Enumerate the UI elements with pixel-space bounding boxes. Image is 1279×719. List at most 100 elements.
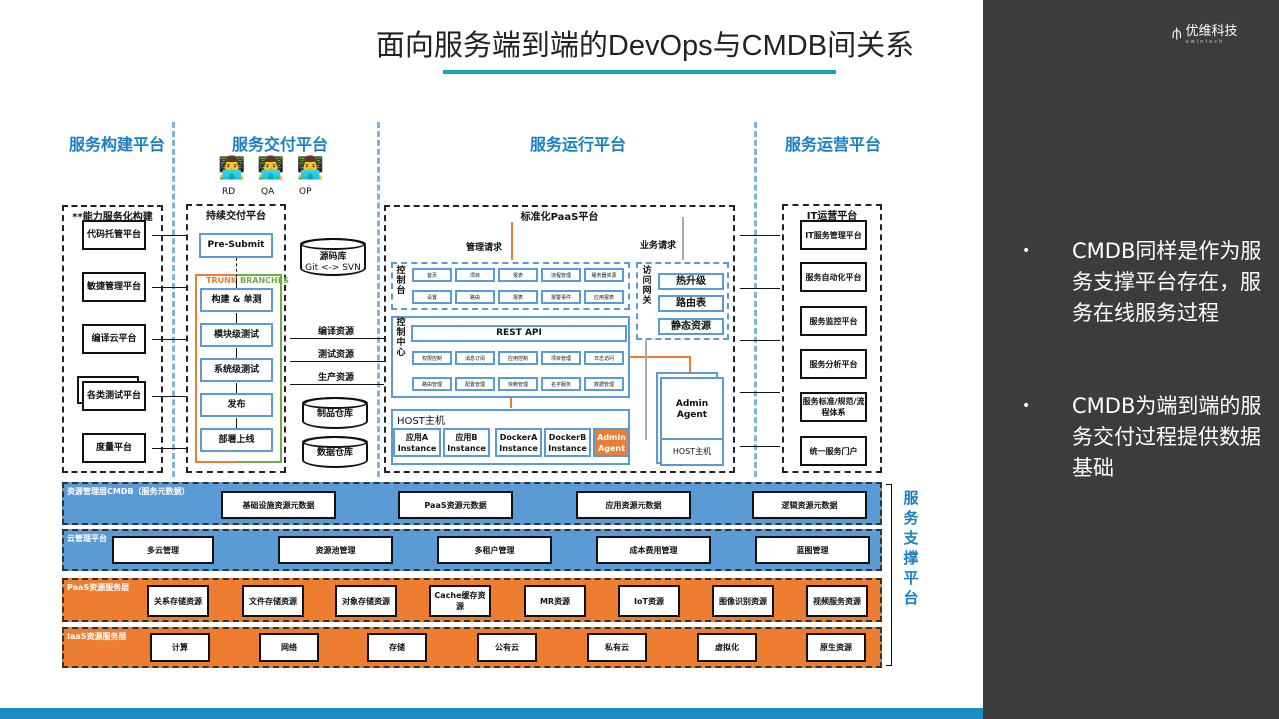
- grey-connector: [645, 340, 647, 440]
- bullet-2: •CMDB为端到端的服务交付过程提供数据基础: [1022, 391, 1262, 484]
- orange-connector: [689, 356, 691, 378]
- build-item: 编译云平台: [82, 324, 146, 354]
- host-instance: 应用B Instance: [443, 428, 490, 457]
- gateway-item: 热升级: [658, 273, 724, 290]
- host-label: HOST主机: [397, 416, 445, 427]
- remote-agent: Admin Agent: [675, 399, 709, 420]
- bidirectional-arrow: [290, 338, 384, 339]
- console-item: 报警事件: [541, 290, 581, 304]
- layer-item: 图像识别资源: [712, 585, 774, 617]
- layer-item: IoT资源: [618, 585, 680, 617]
- build-item: 各类测试平台: [82, 381, 146, 411]
- column-build: 服务构建平台: [68, 135, 166, 154]
- bidirectional-arrow: [152, 235, 186, 236]
- trunk-frame: [195, 274, 238, 463]
- console-item: 报表: [498, 268, 538, 282]
- resource-label: 编译资源: [318, 327, 355, 337]
- role-qa: QA: [261, 187, 275, 197]
- bidirectional-arrow: [152, 287, 186, 288]
- divider: [172, 122, 175, 477]
- slide-title: 面向服务端到端的DevOps与CMDB间关系: [375, 30, 915, 62]
- branches-label: BRANCHES: [240, 276, 289, 285]
- gateway-item: 路由表: [658, 295, 724, 312]
- layer-item: 网络: [259, 633, 319, 662]
- delivery-step: 部署上线: [200, 428, 273, 452]
- ops-item: 服务监控平台: [800, 306, 867, 336]
- logo-sub: uwintech: [1185, 39, 1225, 45]
- bullet-1: • CMDB同样是作为服务支撑平台存在，服务在线服务过程: [1022, 236, 1262, 329]
- control-center-item: 权限控制: [412, 351, 452, 365]
- console-item: 路由: [455, 290, 495, 304]
- layer-item: 原生资源: [806, 633, 866, 662]
- delivery-step: 模块级测试: [200, 323, 273, 347]
- side-panel: [983, 0, 1279, 719]
- logo-icon: ⫛: [1172, 22, 1182, 42]
- down-arrow: [236, 383, 237, 393]
- layer-item: 文件存储资源: [242, 585, 304, 617]
- control-center-item: 项目管理: [541, 351, 581, 365]
- role-rd: RD: [222, 187, 236, 197]
- bidirectional-arrow: [152, 448, 186, 449]
- bidirectional-arrow: [290, 361, 384, 362]
- layer-item: 应用资源元数据: [576, 491, 691, 519]
- repo-name: 源码库: [319, 252, 347, 262]
- data-store: 数据仓库: [302, 436, 368, 468]
- console-item: 应用报表: [584, 290, 624, 304]
- mgmt-request-label: 管理请求: [466, 243, 503, 253]
- console-item: 服务器资源: [584, 268, 624, 282]
- column-ops: 服务运营平台: [784, 135, 882, 154]
- bullet-dot-icon: •: [1022, 243, 1031, 259]
- gateway-label: 访问网关: [642, 266, 652, 306]
- layer-title: IaaS资源服务层: [67, 632, 127, 641]
- delivery-title: 持续交付平台: [206, 211, 266, 222]
- layer-item: 私有云: [587, 633, 647, 662]
- bidirectional-arrow: [740, 392, 780, 393]
- layer-item: 视频服务资源: [806, 585, 868, 617]
- layer-item: Cache缓存资源: [429, 585, 491, 617]
- control-center-item: 日志访问: [584, 351, 624, 365]
- host-instance: DockerA Instance: [495, 428, 542, 457]
- bullet-text: CMDB同样是作为服务支撑平台存在，服务在线服务过程: [1072, 239, 1262, 325]
- bidirectional-arrow: [152, 339, 186, 340]
- support-label: 服务支撑平台: [903, 489, 919, 607]
- gateway-item: 静态资源: [658, 318, 724, 335]
- host-instance: DockerB Instance: [544, 428, 591, 457]
- build-title: **能力服务化构建: [72, 212, 153, 223]
- layer-item: 对象存储资源: [335, 585, 397, 617]
- paas-title: 标准化PaaS平台: [520, 212, 599, 223]
- ops-item: IT服务管理平台: [800, 220, 867, 250]
- layer-title: 资源管理层CMDB（服务元数据）: [67, 487, 190, 496]
- biz-arrow: [682, 217, 684, 260]
- support-bracket: [886, 484, 892, 666]
- role-op: OP: [299, 187, 312, 197]
- paas-platform-box: 标准化PaaS平台: [384, 205, 735, 473]
- admin-agent: Admin Agent: [593, 428, 630, 457]
- ops-item: 统一服务门户: [800, 436, 867, 466]
- bidirectional-arrow: [740, 288, 780, 289]
- layer-item: 虚拟化: [697, 633, 757, 662]
- layer-title: PaaS资源服务层: [67, 583, 130, 592]
- ops-platform-box: IT运营平台: [782, 204, 882, 473]
- mgmt-arrow: [511, 222, 513, 260]
- presubmit-box: Pre-Submit: [199, 233, 273, 258]
- control-center-label: 控制中心: [396, 318, 406, 358]
- title-underline: [443, 70, 836, 74]
- delivery-step: 构建 & 单测: [200, 288, 273, 312]
- column-delivery: 服务交付平台: [231, 135, 329, 154]
- control-center-item: 数据管理: [584, 377, 624, 391]
- ops-item: 服务分析平台: [800, 349, 867, 379]
- bottom-bar: [0, 708, 983, 719]
- rest-api-box: REST API: [411, 325, 627, 342]
- branches-frame: [237, 274, 282, 463]
- control-center-item: 消息订阅: [455, 351, 495, 365]
- layer-item: 存储: [367, 633, 427, 662]
- layer-item: PaaS资源元数据: [398, 491, 513, 519]
- orange-connector: [510, 398, 512, 408]
- bidirectional-arrow: [152, 396, 186, 397]
- console-item: 首页: [412, 268, 452, 282]
- bidirectional-arrow: [740, 340, 780, 341]
- bidirectional-arrow: [740, 235, 780, 236]
- down-arrow: [236, 313, 237, 323]
